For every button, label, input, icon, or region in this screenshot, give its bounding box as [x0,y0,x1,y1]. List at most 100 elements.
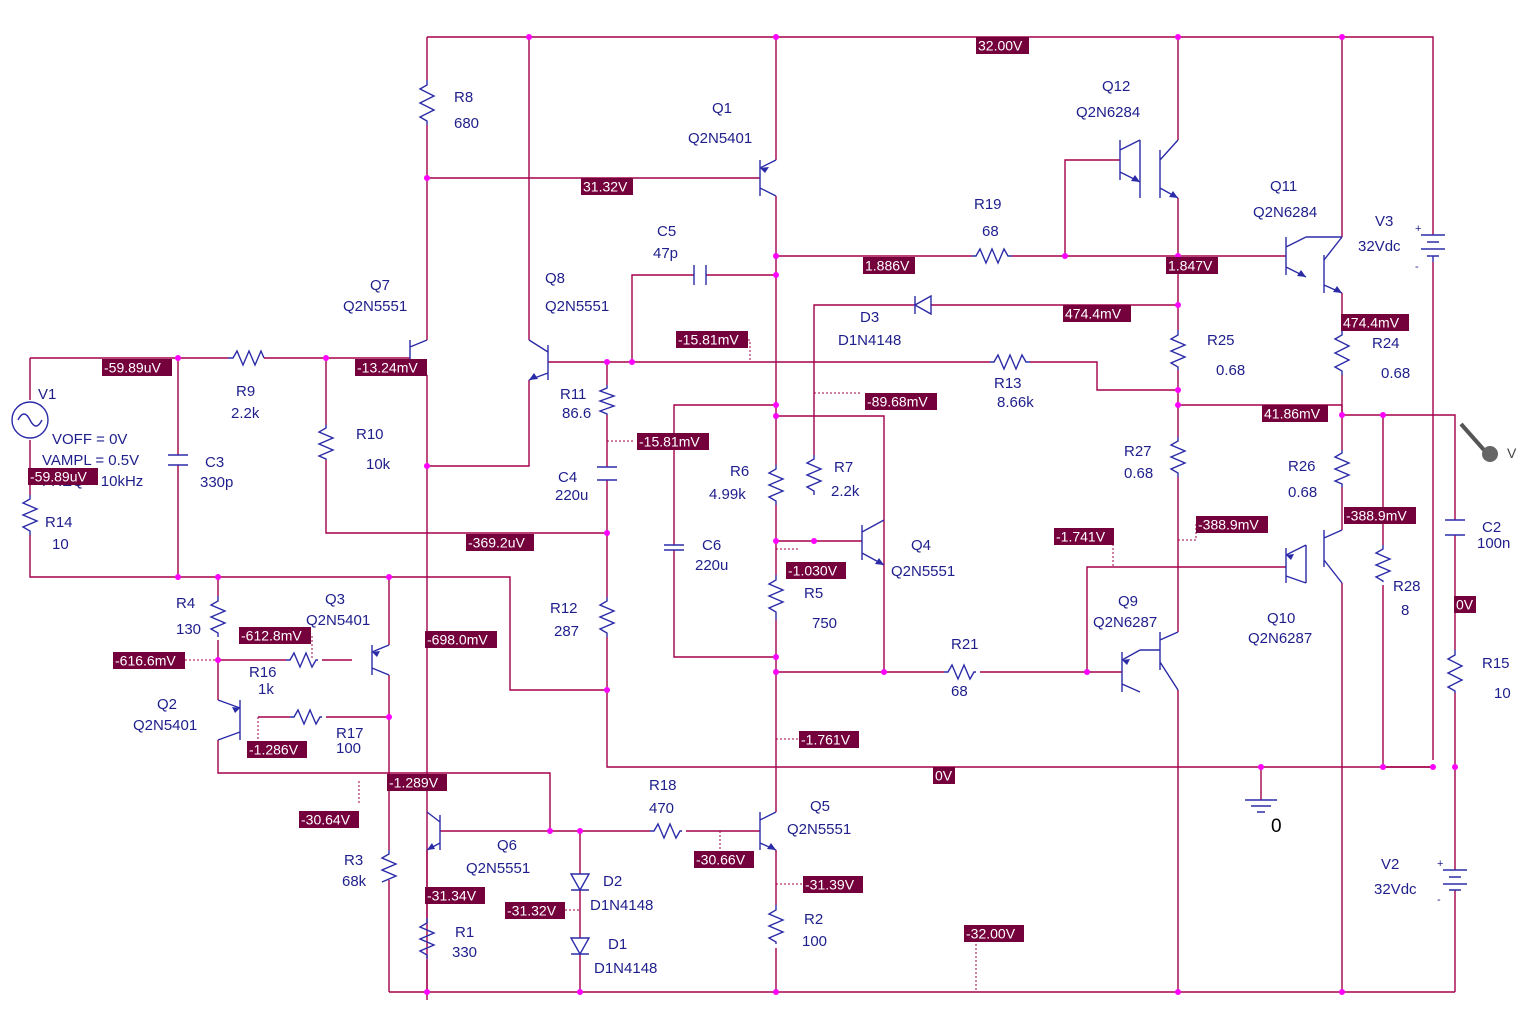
r27-ref-label: R27 [1124,443,1152,460]
node-voltage-n3139[interactable]: -31.39V [803,876,863,893]
diode-d1-symbol [569,937,591,956]
r27-value-label: 0.68 [1124,465,1153,482]
transistor-q6-symbol [426,811,441,851]
r9-ref-label: R9 [236,383,255,400]
probe-label: V [1507,445,1517,461]
node-voltage-n1324[interactable]: -13.24mV [355,359,427,376]
node-voltage-text: 41.86mV [1264,406,1321,422]
node-voltage-n1581b[interactable]: -15.81mV [637,433,709,450]
r6-value-label: 4.99k [709,486,746,503]
node-voltage-n5989a[interactable]: -59.89uV [102,359,172,376]
node-voltage-box [355,359,427,376]
node-voltage-n3134[interactable]: -31.34V [425,887,485,904]
node-voltage-box [505,902,565,919]
resistor-r13-symbol [990,353,1030,371]
node-voltage-n3132[interactable]: 31.32V [581,178,633,195]
node-voltage-text: -31.34V [427,888,477,904]
node-voltage-text: -32.00V [966,926,1016,942]
capacitor-c2-symbol [1445,519,1465,536]
node-voltage-box [102,359,172,376]
node-voltage-n8968[interactable]: -89.68mV [865,393,937,410]
resistor-r24-symbol [1333,330,1351,375]
capacitor-c3-symbol [168,454,188,466]
r13-ref-label: R13 [994,375,1022,392]
node-voltage-n1847[interactable]: 1.847V [1166,257,1218,274]
node-voltage-n3692[interactable]: -369.2uV [466,534,534,551]
resistor-r26-symbol [1333,450,1351,487]
node-voltage-n1886[interactable]: 1.886V [863,257,915,274]
node-voltage-n1289[interactable]: -1.289V [387,774,447,791]
node-voltage-text: -1.030V [788,563,838,579]
r3-ref-label: R3 [344,852,363,869]
node-voltage-n5989b[interactable]: -59.89uV [28,468,98,485]
r16-ref-label: R16 [249,664,277,681]
node-voltage-n32p[interactable]: 32.00V [976,37,1029,54]
battery-v2-symbol [1443,869,1467,891]
node-voltage-text: -1.761V [801,732,851,748]
node-voltage-n1581a[interactable]: -15.81mV [676,331,748,348]
resistor-r21-symbol [944,663,976,681]
node-voltage-n3889b[interactable]: -388.9mV [1344,507,1416,524]
node-voltage-n1741[interactable]: -1.741V [1054,528,1114,545]
node-voltage-box [1063,305,1131,322]
node-voltage-n6166[interactable]: -616.6mV [113,652,185,669]
node-voltage-box [637,433,709,450]
r2-ref-label: R2 [804,911,823,928]
transistor-q12-symbol [1119,139,1179,199]
node-voltage-text: -59.89uV [104,360,161,376]
q1-value-label: Q2N5401 [688,130,752,147]
node-voltage-text: -1.289V [389,775,439,791]
r9-value-label: 2.2k [231,405,260,422]
node-voltage-text: -30.64V [301,812,351,828]
c3-ref-label: C3 [205,454,224,471]
node-voltage-box [425,887,485,904]
transistor-q11-symbol [1285,236,1343,294]
node-voltage-text: -1.741V [1056,529,1106,545]
node-voltage-text: -369.2uV [468,535,525,551]
q7-ref-label: Q7 [370,277,390,294]
junctions [175,34,1458,995]
c4-value-label: 220u [555,487,588,504]
node-voltage-n6980[interactable]: -698.0mV [425,631,497,648]
r10-value-label: 10k [366,456,391,473]
node-voltage-text: -612.8mV [241,628,302,644]
node-voltage-n6128[interactable]: -612.8mV [239,627,311,644]
node-voltage-box [964,925,1024,942]
r4-value-label: 130 [176,621,201,638]
node-voltage-n474a[interactable]: 474.4mV [1063,305,1131,322]
node-voltage-n3066[interactable]: -30.66V [694,851,754,868]
resistor-r3-symbol [380,850,398,883]
r12-ref-label: R12 [550,600,578,617]
resistor-r2-symbol [767,905,785,944]
r16-value-label: 1k [258,681,274,698]
node-voltage-n1761[interactable]: -1.761V [799,731,859,748]
node-voltage-box [1196,516,1268,533]
node-voltage-n474b[interactable]: 474.4mV [1341,314,1409,331]
r4-ref-label: R4 [176,595,195,612]
node-voltage-n1030[interactable]: -1.030V [786,562,846,579]
node-voltage-n1286[interactable]: -1.286V [247,741,307,758]
node-voltage-n3064[interactable]: -30.64V [299,811,359,828]
node-voltage-box [786,562,846,579]
node-voltage-n4186[interactable]: 41.86mV [1262,405,1328,422]
node-voltage-box [1054,528,1114,545]
node-voltage-n3132n[interactable]: -31.32V [505,902,565,919]
ground-label: 0 [1271,816,1282,837]
r26-value-label: 0.68 [1288,484,1317,501]
v3-value-label: 32Vdc [1358,238,1401,255]
r1-value-label: 330 [452,944,477,961]
q2-value-label: Q2N5401 [133,717,197,734]
node-voltage-box [247,741,307,758]
battery-v3-symbol [1421,234,1445,262]
r12-value-label: 287 [554,623,579,640]
q8-ref-label: Q8 [545,270,565,287]
node-voltage-n3889a[interactable]: -388.9mV [1196,516,1268,533]
node-voltage-n0va[interactable]: 0V [1454,596,1476,613]
q6-ref-label: Q6 [497,837,517,854]
node-voltage-n0vb[interactable]: 0V [933,767,955,784]
node-voltage-n32n[interactable]: -32.00V [964,925,1024,942]
node-voltage-text: 0V [935,768,953,784]
transistor-q4-symbol [861,519,885,566]
resistor-r8-symbol [418,80,436,125]
